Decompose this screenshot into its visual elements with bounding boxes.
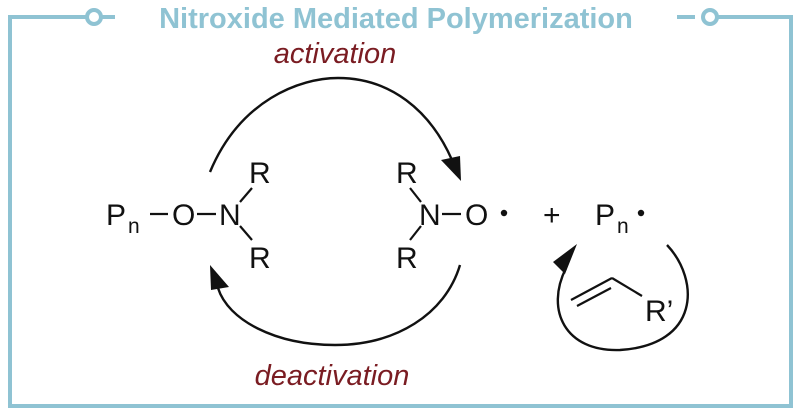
radical-p: P — [595, 199, 615, 232]
activation-arc — [208, 76, 454, 173]
propagation-cycle: R’ — [553, 244, 689, 352]
radical-p-subscript: n — [617, 215, 629, 238]
propagating-radical: P n — [595, 199, 645, 238]
nitroxide-species: R R N O — [396, 157, 508, 275]
nitroxide-r-top-n-bond — [409, 187, 422, 203]
monomer-double-bond-inner — [576, 287, 612, 307]
propagation-arrowhead — [553, 244, 577, 274]
dormant-o: O — [172, 199, 195, 232]
activation-arrowhead — [441, 156, 461, 181]
dormant-r-bottom: R — [249, 242, 271, 275]
nitroxide-r-bottom-n-bond — [409, 225, 422, 241]
nitroxide-n: N — [419, 199, 441, 232]
plus-sign: + — [543, 199, 561, 232]
deactivation-arrowhead — [210, 265, 229, 290]
dormant-n: N — [219, 199, 241, 232]
deactivation-arc — [216, 264, 462, 347]
dormant-n-r-bottom-bond — [239, 225, 253, 241]
nitroxide-o: O — [465, 199, 488, 232]
dormant-p-subscript: n — [128, 215, 140, 238]
monomer-single-bond — [611, 277, 643, 297]
nitroxide-radical-dot — [500, 209, 508, 217]
dormant-species: P n O N R R — [106, 157, 271, 275]
monomer-double-bond-outer — [570, 277, 613, 301]
activation-label: activation — [274, 38, 397, 70]
frame-right-ring — [701, 8, 719, 26]
frame-border — [8, 15, 793, 408]
scheme-title: Nitroxide Mediated Polymerization — [159, 3, 633, 35]
deactivation-label: deactivation — [255, 360, 410, 392]
frame — [8, 8, 793, 408]
dormant-p: P — [106, 199, 126, 232]
nitroxide-r-top: R — [396, 157, 418, 190]
frame-left-ring — [85, 8, 103, 26]
monomer-r-prime: R’ — [645, 295, 673, 328]
dormant-n-r-top-bond — [239, 187, 253, 203]
dormant-r-top: R — [249, 157, 271, 190]
propagation-loop — [556, 244, 689, 352]
nitroxide-r-bottom: R — [396, 242, 418, 275]
radical-dot — [637, 209, 645, 217]
